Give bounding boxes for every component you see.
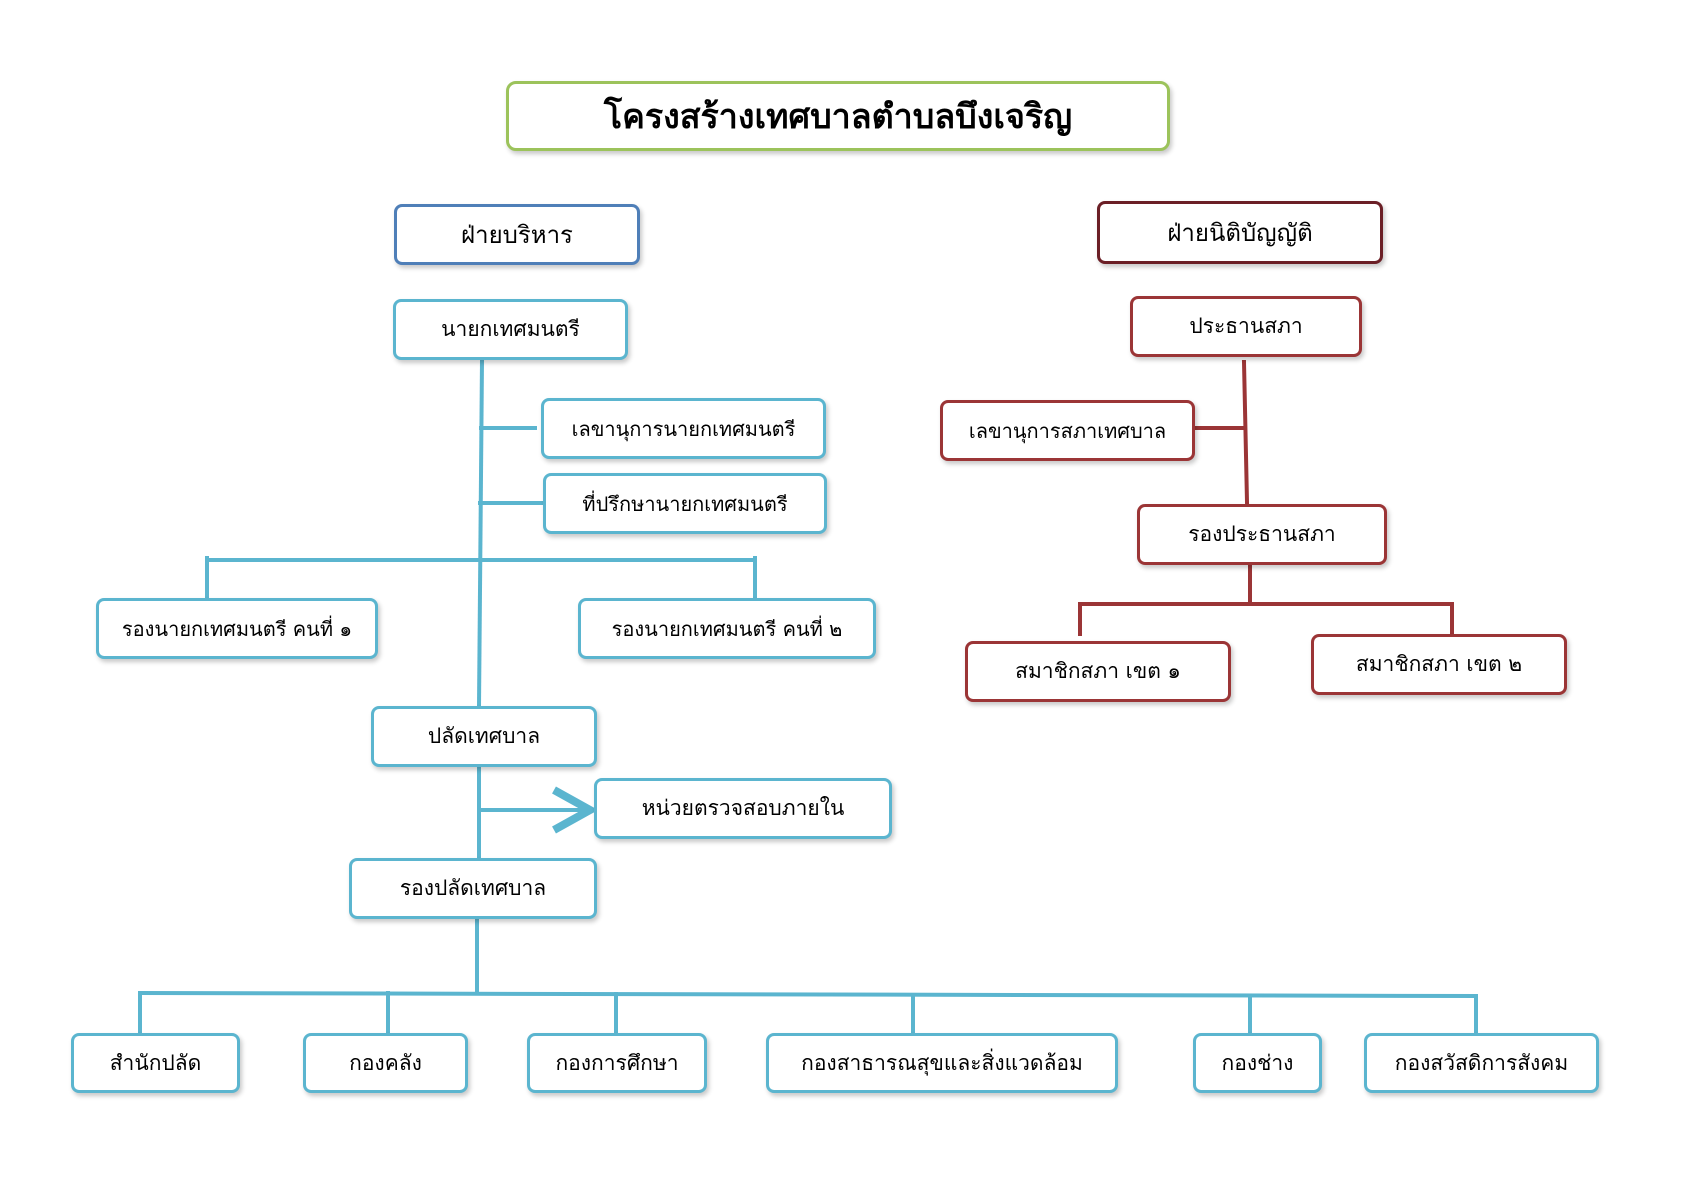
deputy-clerk-text: รองปลัดเทศบาล <box>399 876 547 900</box>
division-name: กองช่าง <box>1221 1050 1294 1075</box>
deputy-mayor-2-text: รองนายกเทศมนตรี คนที่ ๒ <box>611 616 843 641</box>
page-title-text: โครงสร้างเทศบาลตำบลบึงเจริญ <box>603 97 1073 137</box>
internal-audit-box: หน่วยตรวจสอบภายใน <box>594 778 892 839</box>
council-secretary-box: เลขานุการสภาเทศบาล <box>940 400 1195 461</box>
exec-trunk-line <box>476 357 485 709</box>
division-box: กองการศึกษา <box>527 1033 707 1093</box>
council-member-1-text: สมาชิกสภา เขต ๑ <box>1015 659 1181 683</box>
municipal-clerk-box: ปลัดเทศบาล <box>371 706 597 767</box>
executive-heading-text: ฝ่ายบริหาร <box>461 221 573 249</box>
division-name: กองสวัสดิการสังคม <box>1394 1050 1569 1075</box>
deputy-clerk-box: รองปลัดเทศบาล <box>349 858 597 919</box>
page-title: โครงสร้างเทศบาลตำบลบึงเจริญ <box>506 81 1170 151</box>
mayor-secretary-text: เลขานุการนายกเทศมนตรี <box>571 416 796 441</box>
council-vice-chair-text: รองประธานสภา <box>1188 522 1336 546</box>
deputy-mayor-1-text: รองนายกเทศมนตรี คนที่ ๑ <box>121 616 353 641</box>
deputy-mayor-1-box: รองนายกเทศมนตรี คนที่ ๑ <box>96 598 378 659</box>
municipal-clerk-text: ปลัดเทศบาล <box>427 724 541 748</box>
council-member-2-text: สมาชิกสภา เขต ๒ <box>1355 652 1523 676</box>
council-member-2-box: สมาชิกสภา เขต ๒ <box>1311 634 1567 695</box>
deputy-mayor-2-box: รองนายกเทศมนตรี คนที่ ๒ <box>578 598 876 659</box>
executive-heading: ฝ่ายบริหาร <box>394 204 640 265</box>
mayor-advisor-text: ที่ปรึกษานายกเทศมนตรี <box>582 491 788 516</box>
council-secretary-text: เลขานุการสภาเทศบาล <box>968 418 1167 443</box>
legislative-heading-text: ฝ่ายนิติบัญญัติ <box>1167 219 1313 247</box>
division-box: กองคลัง <box>303 1033 468 1093</box>
legislative-heading: ฝ่ายนิติบัญญัติ <box>1097 201 1383 264</box>
mayor-text: นายกเทศมนตรี <box>441 317 580 341</box>
council-chair-text: ประธานสภา <box>1189 314 1303 338</box>
division-name: กองการศึกษา <box>555 1050 679 1075</box>
mayor-advisor-box: ที่ปรึกษานายกเทศมนตรี <box>543 473 827 534</box>
division-box: กองช่าง <box>1193 1033 1322 1093</box>
division-name: กองสาธารณสุขและสิ่งแวดล้อม <box>801 1050 1083 1075</box>
mayor-secretary-box: เลขานุการนายกเทศมนตรี <box>541 398 826 459</box>
council-chair-box: ประธานสภา <box>1130 296 1362 357</box>
divisions-bar <box>137 990 1479 999</box>
leg-trunk-line <box>1241 359 1250 505</box>
division-name: สำนักปลัด <box>109 1050 202 1075</box>
division-box: กองสาธารณสุขและสิ่งแวดล้อม <box>766 1033 1118 1093</box>
mayor-box: นายกเทศมนตรี <box>393 299 628 360</box>
division-box: กองสวัสดิการสังคม <box>1364 1033 1599 1093</box>
council-vice-chair-box: รองประธานสภา <box>1137 504 1387 565</box>
division-name: กองคลัง <box>349 1050 422 1075</box>
council-member-1-box: สมาชิกสภา เขต ๑ <box>965 641 1231 702</box>
internal-audit-text: หน่วยตรวจสอบภายใน <box>641 796 845 820</box>
division-box: สำนักปลัด <box>71 1033 240 1093</box>
